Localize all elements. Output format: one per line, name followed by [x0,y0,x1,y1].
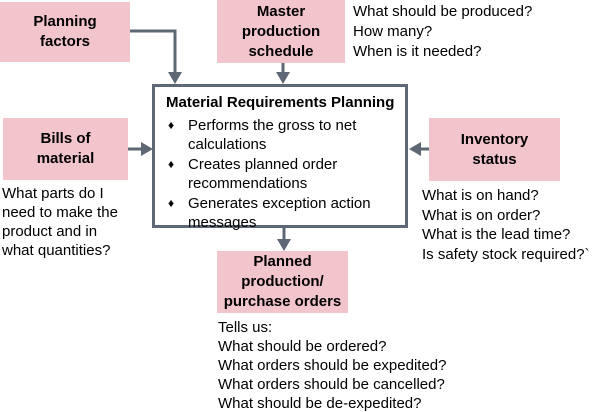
inventory-status-box: Inventory status [429,118,560,181]
arrow-planning-to-mrp [130,29,182,84]
master-schedule-note: What should be produced? How many? When … [353,3,533,60]
mrp-process-box: Material Requirements Planning ♦ Perform… [152,84,408,231]
mrp-bullet-item: ♦ Performs the gross to net calculations [166,116,397,154]
planning-factors-box: Planning factors [0,2,130,62]
bills-of-material-box: Bills of material [3,118,128,180]
mrp-box-title: Material Requirements Planning [166,94,395,111]
diamond-bullet-icon: ♦ [168,157,175,171]
diamond-bullet-icon: ♦ [168,196,175,210]
mrp-bullet-text: Performs the gross to net calculations [188,117,357,153]
mrp-bullet-text: Generates exception action messages [188,195,371,231]
arrow-inventory-to-mrp [409,142,429,156]
bills-of-material-note: What parts do I need to make the product… [2,185,118,259]
mrp-bullet-text: Creates planned order recommendations [188,156,338,192]
master-production-schedule-box: Master production schedule [217,0,345,63]
planned-orders-note: Tells us: What should be ordered? What o… [218,319,447,412]
planned-production-purchase-orders-box: Planned production/ purchase orders [217,251,348,313]
mrp-bullet-item: ♦ Generates exception action messages [166,194,397,232]
arrow-bills-to-mrp [128,142,153,156]
arrow-master-to-mrp [276,63,290,84]
inventory-status-note: What is on hand? What is on order? What … [422,187,590,263]
mrp-bullet-item: ♦ Creates planned order recommendations [166,155,397,193]
diamond-bullet-icon: ♦ [168,118,175,132]
